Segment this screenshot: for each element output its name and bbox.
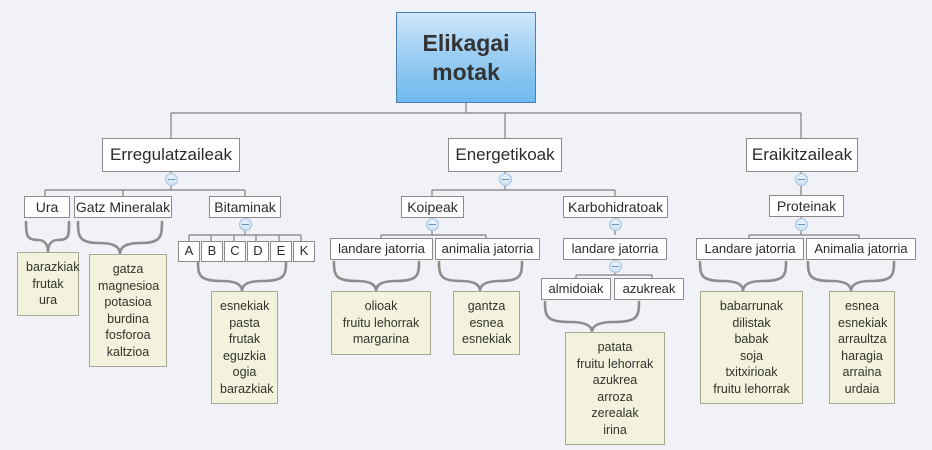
node-label: E: [276, 243, 286, 259]
node-azukreak[interactable]: azukreak: [614, 278, 684, 300]
node-label: K: [299, 243, 309, 259]
node-vitamin-k[interactable]: K: [293, 241, 315, 262]
note-karbohidratoak-landare-jatorria: patata fruitu lehorrak azukrea arroza ze…: [565, 332, 665, 445]
node-label: Koipeak: [407, 198, 458, 215]
node-label: Erregulatzaileak: [110, 145, 232, 165]
note-bitaminak: esnekiak pasta frutak eguzkia ogia baraz…: [211, 291, 278, 404]
node-koipeak[interactable]: Koipeak: [401, 196, 464, 218]
node-erregulatzaileak[interactable]: Erregulatzaileak: [102, 138, 240, 172]
node-eraikitzaileak[interactable]: Eraikitzaileak: [746, 138, 858, 172]
node-bitaminak[interactable]: Bitaminak: [209, 196, 281, 218]
note-koipeak-animalia-jatorria: gantza esnea esnekiak: [453, 291, 520, 355]
node-label: C: [230, 243, 240, 259]
collapse-toggle-erregulatzaileak[interactable]: [165, 173, 178, 186]
node-label: almidoiak: [548, 280, 604, 296]
node-label: D: [253, 243, 263, 259]
node-label: Eraikitzaileak: [751, 145, 853, 165]
node-label: landare jatorria: [571, 240, 659, 256]
root-title-line-1: Elikagai: [422, 30, 510, 57]
note-ura: barazkiak frutak ura: [17, 252, 80, 316]
node-gatz-mineralak[interactable]: Gatz Mineralak: [74, 196, 172, 218]
collapse-toggle-energetikoak[interactable]: [499, 173, 512, 186]
node-koipeak-landare-jatorria[interactable]: landare jatorria: [330, 238, 433, 260]
collapse-toggle-bitaminak[interactable]: [239, 218, 252, 231]
node-label: animalia jatorria: [441, 240, 534, 256]
node-label: Bitaminak: [214, 198, 276, 215]
node-label: Ura: [35, 198, 59, 215]
node-label: B: [207, 243, 217, 259]
node-label: Energetikoak: [455, 145, 555, 165]
node-proteinak-landare-jatorria[interactable]: Landare jatorria: [696, 238, 804, 260]
node-energetikoak[interactable]: Energetikoak: [448, 138, 562, 172]
node-proteinak[interactable]: Proteinak: [769, 195, 844, 217]
collapse-toggle-koipeak[interactable]: [426, 218, 439, 231]
node-label: Proteinak: [776, 197, 837, 214]
node-vitamin-b[interactable]: B: [201, 241, 223, 262]
node-almidoiak[interactable]: almidoiak: [541, 278, 611, 300]
node-vitamin-d[interactable]: D: [247, 241, 269, 262]
node-label: azukreak: [622, 280, 676, 296]
node-label: A: [184, 243, 194, 259]
node-ura[interactable]: Ura: [24, 196, 70, 218]
node-karbohidratoak[interactable]: Karbohidratoak: [563, 196, 668, 218]
root-title-line-2: motak: [432, 58, 500, 85]
node-label: Karbohidratoak: [568, 198, 663, 215]
node-proteinak-animalia-jatorria[interactable]: Animalia jatorria: [806, 238, 916, 260]
node-vitamin-e[interactable]: E: [270, 241, 292, 262]
collapse-toggle-karbohidratoak-landare-jatorria[interactable]: [609, 260, 622, 273]
root-node-elikagai-motak[interactable]: Elikagai motak: [396, 12, 536, 103]
collapse-toggle-eraikitzaileak[interactable]: [795, 173, 808, 186]
node-karbohidratoak-landare-jatorria[interactable]: landare jatorria: [563, 238, 667, 260]
node-vitamin-a[interactable]: A: [178, 241, 200, 262]
collapse-toggle-proteinak[interactable]: [795, 218, 808, 231]
node-label: Animalia jatorria: [814, 240, 908, 256]
note-koipeak-landare-jatorria: olioak fruitu lehorrak margarina: [331, 291, 431, 355]
node-label: landare jatorria: [338, 240, 425, 256]
note-proteinak-animalia-jatorria: esnea esnekiak arraultza haragia arraina…: [829, 291, 895, 404]
node-label: Gatz Mineralak: [75, 198, 171, 215]
collapse-toggle-karbohidratoak[interactable]: [609, 218, 622, 231]
node-label: Landare jatorria: [704, 240, 796, 256]
node-vitamin-c[interactable]: C: [224, 241, 246, 262]
node-koipeak-animalia-jatorria[interactable]: animalia jatorria: [435, 238, 540, 260]
note-gatz-mineralak: gatza magnesioa potasioa burdina fosforo…: [89, 254, 167, 367]
note-proteinak-landare-jatorria: babarrunak dilistak babak soja txitxirio…: [700, 291, 803, 404]
